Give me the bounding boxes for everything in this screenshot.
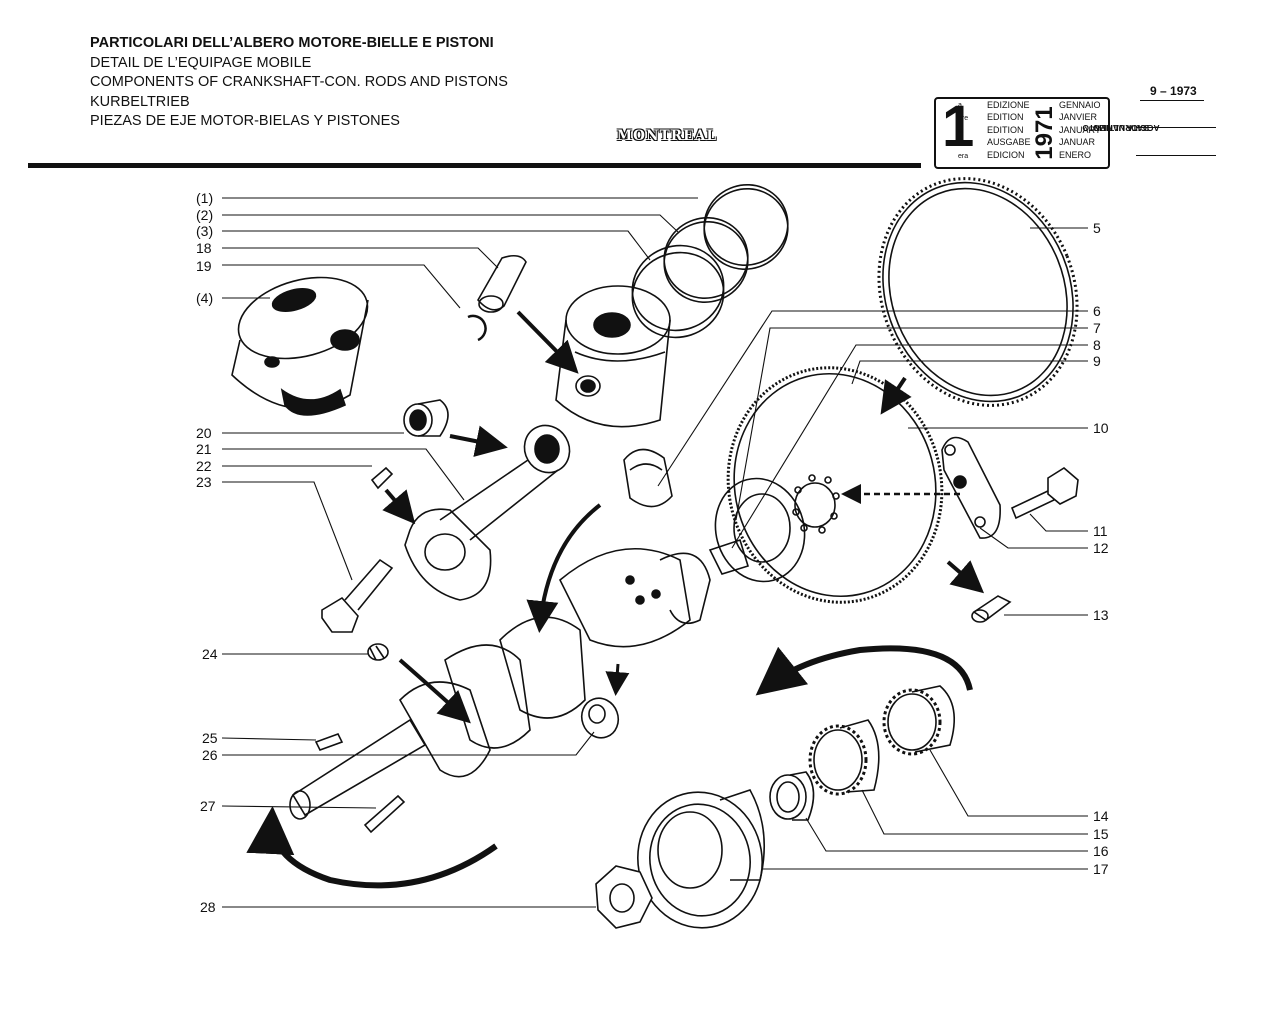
edition-label: EDIZIONE <box>987 100 1030 110</box>
piston-ring-second <box>663 217 749 303</box>
callout-26: 26 <box>202 747 218 763</box>
update-line <box>1140 100 1204 101</box>
edition-label: AUSGABE <box>987 137 1031 147</box>
piston-ring-top <box>703 184 789 270</box>
callout-22: 22 <box>196 458 212 474</box>
callout-21: 21 <box>196 441 212 457</box>
update-line <box>1136 155 1216 156</box>
edition-month: JANVIER <box>1059 112 1098 122</box>
timing-gear-large <box>882 685 956 756</box>
callout-27: 27 <box>200 798 216 814</box>
callout-11: 11 <box>1093 523 1108 539</box>
plug <box>580 697 620 739</box>
piston-ring-oil <box>631 244 725 339</box>
callout-14: 14 <box>1093 808 1109 824</box>
callout-13: 13 <box>1093 607 1109 623</box>
callout-9: 9 <box>1093 353 1101 369</box>
callout-20: 20 <box>196 425 212 441</box>
main-bearing-shells <box>623 448 673 508</box>
flywheel-dowel <box>971 595 1012 623</box>
callout-5: 5 <box>1093 220 1101 236</box>
edition-month: JANUARY <box>1059 125 1101 135</box>
title-german: KURBELTRIEB <box>90 93 190 110</box>
callout-2: (2) <box>196 207 214 223</box>
title-english: COMPONENTS OF CRANKSHAFT-CON. RODS AND P… <box>90 74 508 90</box>
edition-number: 1 <box>942 94 975 159</box>
update-line <box>1136 127 1216 128</box>
title-french: DETAIL DE L’EQUIPAGE MOBILE <box>90 54 312 71</box>
long-key <box>363 794 406 834</box>
edition-suffix: ere <box>958 115 969 122</box>
callout-17: 17 <box>1093 861 1109 877</box>
edition-suffix: era <box>958 153 969 160</box>
callout-10: 10 <box>1093 420 1109 436</box>
connecting-rod <box>404 424 571 601</box>
callout-12: 12 <box>1093 540 1109 556</box>
header-rule <box>28 163 921 168</box>
update-date: 9 – 1973 <box>1150 84 1197 98</box>
edition-month: JANUAR <box>1059 137 1096 147</box>
wrist-pin <box>477 254 527 313</box>
leader-lines <box>221 197 1088 908</box>
title-spanish: PIEZAS DE EJE MOTOR-BIELAS Y PISTONES <box>90 113 400 129</box>
edition-suffix: . <box>958 140 960 147</box>
edition-month: GENNAIO <box>1059 100 1101 110</box>
callout-19: 19 <box>196 258 212 274</box>
callout-3: (3) <box>196 223 214 239</box>
flywheel-ring-gear <box>877 177 1079 407</box>
crankshaft <box>289 548 711 820</box>
edition-suffix: st <box>958 128 964 135</box>
edition-suffix: a <box>958 102 962 109</box>
pilot-bearing <box>708 477 806 583</box>
callout-28: 28 <box>200 899 216 915</box>
rod-dowel <box>370 466 394 490</box>
callout-6: 6 <box>1093 303 1101 319</box>
spacer-ring <box>769 771 815 821</box>
callout-1: (1) <box>196 190 214 206</box>
timing-gear-small <box>808 719 880 796</box>
rod-bolt <box>321 558 394 633</box>
edition-box: 1 a ere st . era EDIZIONE EDITION EDITIO… <box>934 97 1110 169</box>
edition-label: EDITION <box>987 125 1024 135</box>
callout-23: 23 <box>196 474 212 490</box>
callout-15: 15 <box>1093 826 1109 842</box>
piston-assembled <box>231 276 369 416</box>
title-block: PARTICOLARI DELL’ALBERO MOTORE-BIELLE E … <box>90 34 508 132</box>
title-italian: PARTICOLARI DELL’ALBERO MOTORE-BIELLE E … <box>90 35 494 51</box>
woodruff-key <box>314 733 344 751</box>
callout-24: 24 <box>202 646 218 662</box>
edition-label: EDITION <box>987 112 1024 122</box>
circlip <box>467 314 487 342</box>
retaining-plate <box>941 436 1001 539</box>
callout-7: 7 <box>1093 320 1101 336</box>
callout-4: (4) <box>196 290 214 306</box>
callout-25: 25 <box>202 730 218 746</box>
crank-pulley <box>637 789 765 929</box>
edition-label: EDICION <box>987 150 1025 160</box>
callout-8: 8 <box>1093 337 1101 353</box>
edition-month: ENERO <box>1059 150 1092 160</box>
oil-plug <box>367 643 389 661</box>
callout-18: 18 <box>196 240 212 256</box>
piston-center <box>555 285 671 428</box>
flywheel-bolt <box>1010 467 1079 520</box>
callout-16: 16 <box>1093 843 1109 859</box>
montreal-logo: MONTREAL <box>617 128 718 144</box>
small-end-bushing <box>403 399 449 437</box>
assembly-arrows <box>246 310 985 889</box>
crank-nut <box>595 865 653 929</box>
